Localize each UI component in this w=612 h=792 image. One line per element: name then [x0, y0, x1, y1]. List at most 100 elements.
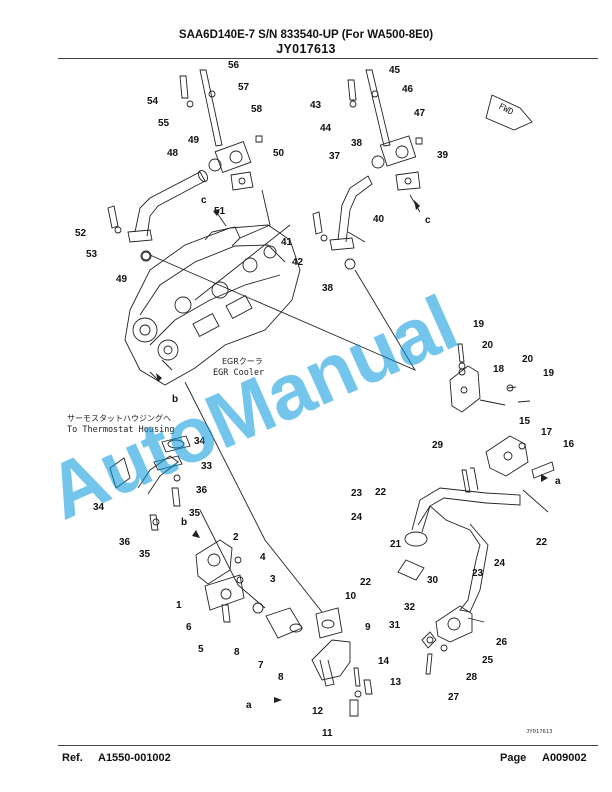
callout: 31 [389, 620, 401, 631]
ref-value: A1550-001002 [98, 752, 171, 764]
callout: 8 [278, 672, 284, 683]
thermo-pipe-33 [109, 435, 191, 531]
callout: 50 [273, 148, 285, 159]
callout: 44 [320, 123, 332, 134]
callout: 18 [493, 364, 505, 375]
callout: 22 [536, 537, 548, 548]
diagram-linework [107, 69, 555, 717]
callout: 39 [437, 150, 449, 161]
housing-9 [311, 607, 373, 717]
callout: 30 [427, 575, 439, 586]
callout: 29 [432, 440, 444, 451]
callout: 36 [196, 485, 208, 496]
callout: 13 [390, 677, 402, 688]
callout: 38 [322, 283, 334, 294]
callout: 26 [496, 637, 508, 648]
callout: 22 [375, 487, 387, 498]
ref-letter-c: c [425, 215, 431, 226]
callout: 52 [75, 228, 87, 239]
callout: 27 [448, 692, 460, 703]
callout: 54 [147, 96, 159, 107]
callout: 6 [186, 622, 192, 633]
pipe-21 [397, 467, 521, 613]
ref-letter-a: a [555, 476, 561, 487]
callout: 49 [116, 274, 128, 285]
callout: 40 [373, 214, 385, 225]
callout: 56 [228, 60, 240, 71]
model-title: SAA6D140E-7 S/N 833540-UP (For WA500-8E0… [178, 29, 434, 41]
callout: 28 [466, 672, 478, 683]
callout: 20 [482, 340, 494, 351]
callout: 9 [365, 622, 371, 633]
callout: 21 [390, 539, 402, 550]
callout: 20 [522, 354, 534, 365]
callout: 41 [281, 237, 293, 248]
ref-arrows [156, 200, 548, 703]
callout: 5 [198, 644, 204, 655]
drawing-number: JY017613 [526, 729, 553, 735]
callout: 55 [158, 118, 170, 129]
callout: 24 [494, 558, 506, 569]
page-value: A009002 [542, 752, 587, 764]
callout: 37 [329, 151, 341, 162]
callout: 16 [563, 439, 575, 450]
callout: 32 [404, 602, 416, 613]
ref-letters: a a b b c c [172, 195, 561, 711]
ref-letter-b: b [172, 394, 178, 405]
callout: 42 [292, 257, 304, 268]
callout: 34 [194, 436, 206, 447]
callout: 25 [482, 655, 494, 666]
thermo-label-en: To Thermostat Housing [67, 425, 174, 435]
ref-label: Ref. [62, 752, 83, 764]
callout: 2 [233, 532, 239, 543]
figure-id: JY017613 [276, 42, 336, 56]
callout: 12 [312, 706, 324, 717]
callout: 43 [310, 100, 322, 111]
callout: 45 [389, 65, 401, 76]
callout: 22 [360, 577, 372, 588]
callouts: 1 2 3 4 5 6 7 8 8 9 10 11 12 13 14 15 16… [75, 60, 575, 739]
callout: 49 [188, 135, 200, 146]
callout: 10 [345, 591, 357, 602]
callout: 48 [167, 148, 179, 159]
hose-7 [265, 607, 303, 639]
callout: 19 [543, 368, 555, 379]
footer-rule [58, 745, 598, 746]
callout: 23 [472, 568, 484, 579]
callout: 19 [473, 319, 485, 330]
callout: 11 [322, 728, 333, 739]
callout: 57 [238, 82, 250, 93]
callout: 1 [176, 600, 182, 611]
callout: 3 [270, 574, 276, 585]
ref-letter-a: a [246, 700, 252, 711]
callout: 17 [541, 427, 553, 438]
thermo-label-jp: サーモスタットハウジングへ [67, 413, 171, 423]
callout: 38 [351, 138, 363, 149]
callout: 36 [119, 537, 131, 548]
elbow-1 [195, 539, 264, 623]
egr-label-en: EGR Cooler [213, 368, 264, 378]
callout: 53 [86, 249, 98, 260]
callout: 35 [189, 508, 201, 519]
callout: 23 [351, 488, 363, 499]
callout: 46 [402, 84, 414, 95]
callout: 14 [378, 656, 390, 667]
callout: 33 [201, 461, 213, 472]
engine-block [124, 224, 301, 386]
ref-letter-b: b [181, 517, 187, 528]
pipe-48 [107, 140, 254, 262]
callout: 47 [414, 108, 426, 119]
callout: 15 [519, 416, 531, 427]
callout: 35 [139, 549, 151, 560]
callout: 51 [214, 206, 226, 217]
callout: 34 [93, 502, 105, 513]
header-rule [58, 58, 598, 59]
callout: 7 [258, 660, 264, 671]
egr-label-jp: EGRクーラ [222, 357, 263, 366]
callout: 24 [351, 512, 363, 523]
ref-letter-c: c [201, 195, 207, 206]
pipe-37 [312, 135, 421, 270]
callout: 58 [251, 104, 263, 115]
page-label: Page [500, 752, 527, 764]
